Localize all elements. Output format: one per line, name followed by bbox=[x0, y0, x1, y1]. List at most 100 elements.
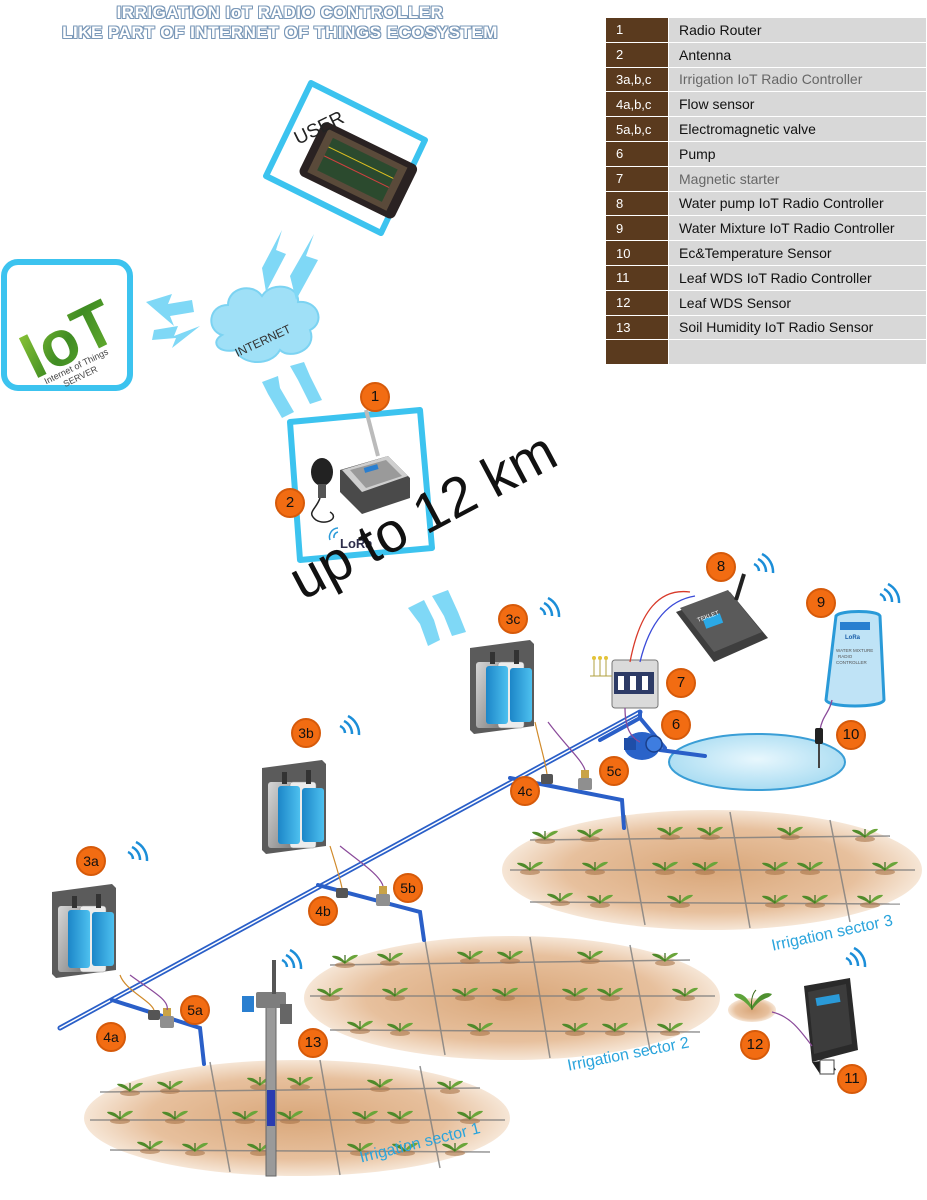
callout-5b: 5b bbox=[393, 873, 423, 903]
legend-desc: Ec&Temperature Sensor bbox=[668, 240, 927, 266]
legend-desc: Radio Router bbox=[668, 17, 927, 43]
legend-num: 2 bbox=[605, 41, 669, 68]
legend-num: 12 bbox=[605, 289, 669, 316]
legend-num: 6 bbox=[605, 140, 669, 167]
callout-3a: 3a bbox=[76, 846, 106, 876]
internet-cloud: INTERNET bbox=[210, 285, 320, 364]
radio-signal-icon bbox=[878, 582, 901, 605]
valve-5c bbox=[578, 770, 592, 790]
svg-text:RADIO: RADIO bbox=[838, 654, 853, 659]
callout-11: 11 bbox=[837, 1064, 867, 1094]
ec-temperature-sensor-10 bbox=[815, 728, 823, 768]
callout-7: 7 bbox=[666, 668, 696, 698]
radio-signal-icon bbox=[538, 596, 561, 619]
legend-desc: Water pump IoT Radio Controller bbox=[668, 190, 927, 217]
irrigation-sector-2 bbox=[304, 936, 720, 1060]
flow-sensor-4c bbox=[541, 774, 553, 784]
callout-4c: 4c bbox=[510, 776, 540, 806]
callout-13: 13 bbox=[298, 1028, 328, 1058]
user-card: USER bbox=[263, 80, 428, 236]
radio-signal-icon bbox=[126, 840, 149, 863]
water-pump-controller-8: TEKLET bbox=[676, 573, 768, 662]
legend-desc: Pump bbox=[668, 140, 927, 167]
radio-signal-icon bbox=[338, 714, 361, 737]
legend-desc: Electromagnetic valve bbox=[668, 116, 927, 142]
legend-desc: Antenna bbox=[668, 41, 927, 68]
valve-5a bbox=[160, 1008, 174, 1028]
irrigation-controller-3c bbox=[469, 639, 535, 735]
legend-row: 11 Leaf WDS IoT Radio Controller bbox=[605, 264, 927, 291]
link-arrows-iot-internet bbox=[146, 294, 200, 348]
legend-desc: Soil Humidity IoT Radio Sensor bbox=[668, 314, 927, 341]
legend-num: 11 bbox=[605, 264, 669, 291]
callout-9: 9 bbox=[806, 588, 836, 618]
callout-4a: 4a bbox=[96, 1022, 126, 1052]
router-card: LoRa bbox=[287, 407, 435, 563]
legend-desc: Water Mixture IoT Radio Controller bbox=[668, 215, 927, 242]
link-arrows-user-internet bbox=[262, 230, 318, 300]
legend-desc: Magnetic starter bbox=[668, 165, 927, 192]
callout-3b: 3b bbox=[291, 718, 321, 748]
callout-6: 6 bbox=[661, 710, 691, 740]
callout-2: 2 bbox=[275, 488, 305, 518]
leaf-wds-sensor-12 bbox=[728, 989, 776, 1022]
iot-server-card: IoT Internet of Things SERVER bbox=[1, 259, 133, 392]
irrigation-sector-3 bbox=[502, 810, 922, 930]
legend-num: 7 bbox=[605, 165, 669, 192]
legend-num: 4a,b,c bbox=[605, 91, 669, 118]
valve-5b bbox=[376, 886, 390, 906]
legend-desc: Leaf WDS IoT Radio Controller bbox=[668, 264, 927, 291]
radio-signal-icon bbox=[752, 552, 775, 575]
link-arrows-router-field bbox=[408, 590, 466, 646]
callout-4b: 4b bbox=[308, 896, 338, 926]
legend-row bbox=[605, 339, 927, 366]
water-reservoir bbox=[668, 733, 846, 791]
soil-humidity-sensor-13 bbox=[242, 960, 292, 1177]
legend-num: 8 bbox=[605, 190, 669, 217]
svg-text:CONTROLLER: CONTROLLER bbox=[836, 660, 868, 665]
legend-num: 9 bbox=[605, 215, 669, 242]
radio-signal-icon bbox=[280, 948, 303, 971]
title-line-2: LIKE PART OF INTERNET OF THINGS ECOSYSTE… bbox=[62, 23, 498, 42]
irrigation-sector-1 bbox=[84, 1059, 510, 1176]
legend-num: 3a,b,c bbox=[605, 66, 669, 93]
link-arrows-internet-router bbox=[262, 362, 322, 418]
leaf-wds-controller-11 bbox=[804, 978, 858, 1075]
water-mixture-controller-9: LoRa WATER MIXTURE RADIO CONTROLLER bbox=[824, 610, 886, 708]
callout-5c: 5c bbox=[599, 756, 629, 786]
irrigation-controller-3a bbox=[51, 883, 117, 979]
svg-text:WATER MIXTURE: WATER MIXTURE bbox=[836, 648, 873, 653]
radio-router-1 bbox=[340, 409, 410, 514]
antenna-2 bbox=[311, 458, 335, 523]
magnetic-starter-7 bbox=[590, 656, 659, 709]
radio-signal-icon bbox=[844, 946, 867, 969]
pump-6 bbox=[624, 732, 663, 760]
callout-12: 12 bbox=[740, 1030, 770, 1060]
legend-num bbox=[605, 339, 669, 366]
legend-num: 10 bbox=[605, 240, 669, 266]
legend-desc bbox=[668, 339, 927, 366]
flow-sensor-4b bbox=[336, 888, 348, 898]
title-line-1: IRRIGATION IoT RADIO CONTROLLER bbox=[116, 3, 444, 22]
callout-1: 1 bbox=[360, 382, 390, 412]
legend-num: 5a,b,c bbox=[605, 116, 669, 142]
irrigation-controller-3b bbox=[261, 759, 327, 855]
callout-8: 8 bbox=[706, 552, 736, 582]
callout-3c: 3c bbox=[498, 604, 528, 634]
svg-text:LoRa: LoRa bbox=[340, 536, 373, 551]
svg-text:LoRa: LoRa bbox=[845, 635, 861, 641]
